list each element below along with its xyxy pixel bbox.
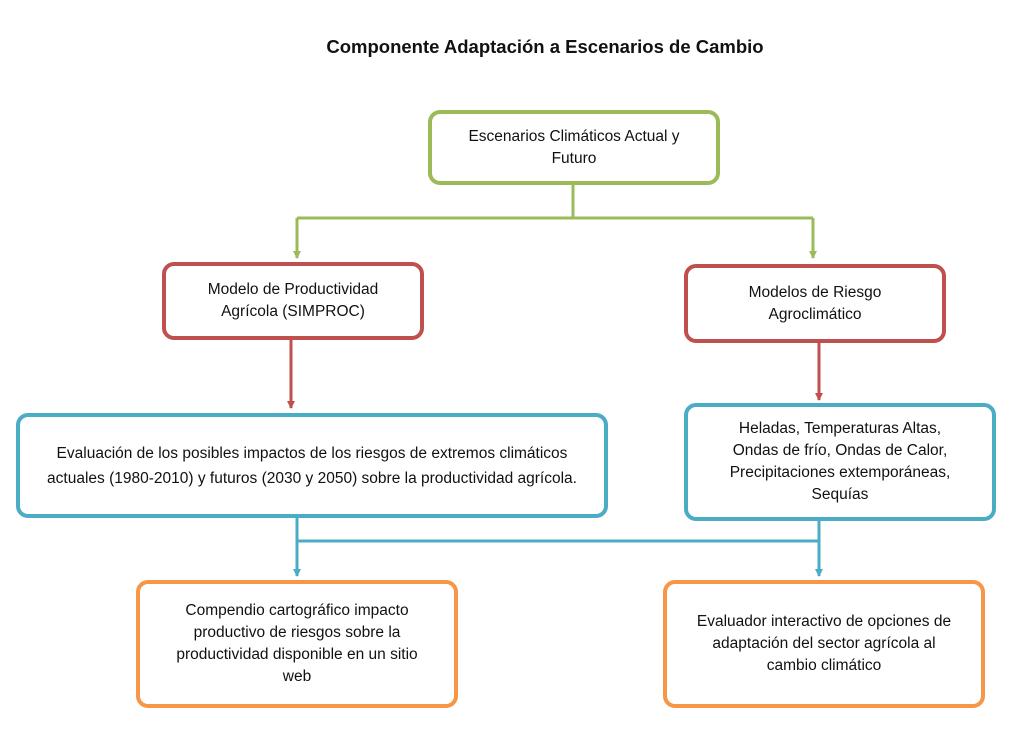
- scenarios-box: Escenarios Climáticos Actual y Futuro: [428, 110, 720, 185]
- hazards-box: Heladas, Temperaturas Altas, Ondas de fr…: [684, 403, 996, 521]
- scenarios-label: Escenarios Climáticos Actual y Futuro: [468, 127, 680, 167]
- cartographic-box: Compendio cartográfico impacto productiv…: [136, 580, 458, 708]
- risk-models-box: Modelos de Riesgo Agroclimático: [684, 264, 946, 343]
- productivity-model-label: Modelo de Productividad Agrícola (SIMPRO…: [207, 281, 379, 320]
- interactive-evaluator-box: Evaluador interactivo de opciones de ada…: [663, 580, 985, 708]
- interactive-evaluator-label: Evaluador interactivo de opciones de ada…: [696, 613, 952, 674]
- productivity-model-box: Modelo de Productividad Agrícola (SIMPRO…: [162, 262, 424, 340]
- green-connectors: [293, 184, 817, 259]
- cartographic-label: Compendio cartográfico impacto productiv…: [176, 602, 418, 685]
- impact-evaluation-label: Evaluación de los posibles impactos de l…: [47, 444, 577, 487]
- red-connectors: [287, 340, 823, 409]
- impact-evaluation-box: Evaluación de los posibles impactos de l…: [16, 413, 608, 518]
- risk-models-label: Modelos de Riesgo Agroclimático: [748, 283, 882, 323]
- diagram-title: Componente Adaptación a Escenarios de Ca…: [326, 36, 764, 57]
- hazards-label: Heladas, Temperaturas Altas, Ondas de fr…: [729, 420, 951, 503]
- blue-connectors: [293, 516, 823, 577]
